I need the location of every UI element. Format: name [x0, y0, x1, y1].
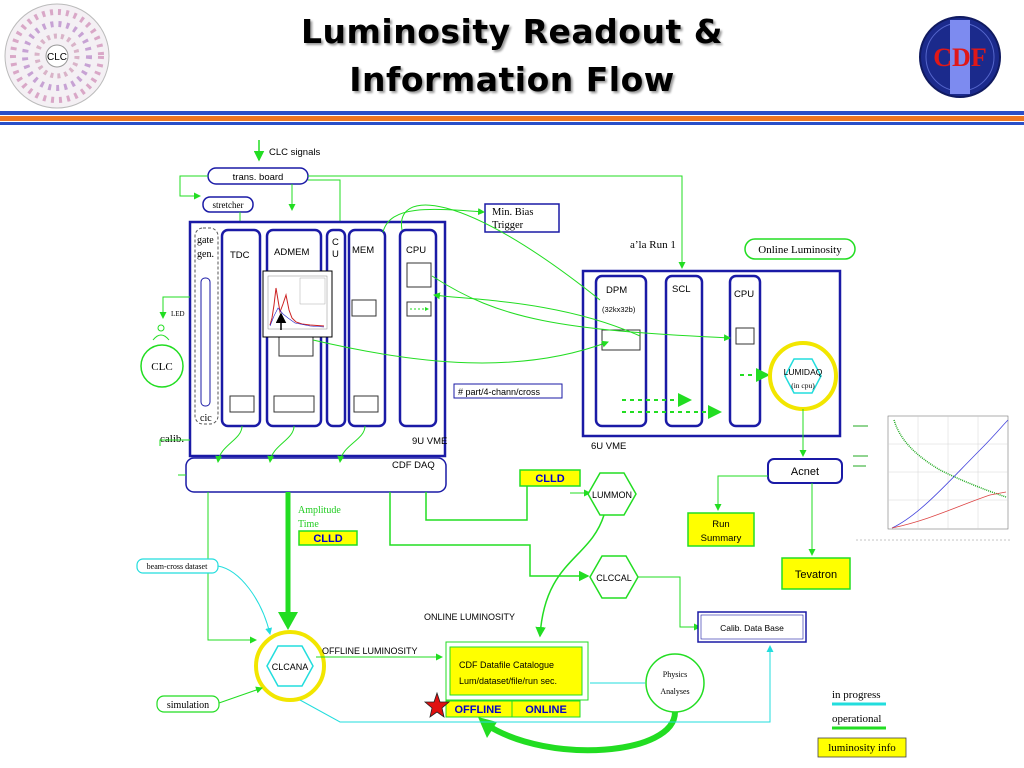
dpm-label: DPM — [606, 285, 627, 296]
dpm-module — [594, 274, 648, 428]
online-luminosity-badge — [744, 238, 856, 260]
gate-gen-label-1: gate — [197, 235, 214, 246]
tevatron-label: Tevatron — [795, 569, 837, 581]
online-tag-label: ONLINE — [525, 704, 567, 716]
vme-6u-label: 6U VME — [591, 441, 626, 452]
online-luminosity-badge-label: Online Luminosity — [758, 244, 842, 256]
lumidaq-label: LUMIDAQ — [784, 367, 823, 377]
calib-label: calib. — [160, 433, 184, 445]
amplitude-label: Amplitude — [298, 505, 341, 516]
dpm-size-label: (32kx32b) — [602, 305, 636, 314]
min-bias-trigger — [484, 203, 560, 233]
slide-title-line1: Luminosity Readout & — [300, 12, 723, 51]
min-bias-label-1: Min. Bias — [492, 207, 533, 218]
lumidaq-sub-label: (in cpu) — [791, 381, 815, 390]
tdc-module — [220, 228, 262, 428]
run-summary-label-2: Summary — [701, 533, 742, 544]
lummon-node — [587, 472, 637, 516]
clc-node-label: CLC — [151, 361, 172, 373]
slide-title: Luminosity Readout & Information Flow — [262, 8, 762, 104]
cdf-logo-text: CDF — [933, 43, 986, 72]
led-label: LED — [171, 310, 185, 318]
ala-run1-label: a’la Run 1 — [630, 239, 676, 251]
stretcher-label: stretcher — [213, 200, 244, 210]
amplitude-histogram-inset — [262, 270, 333, 338]
mem-label: MEM — [352, 245, 374, 256]
part-chann-cross — [453, 383, 563, 399]
physics-analyses-node — [645, 653, 705, 713]
cu-label-1: C — [332, 237, 339, 248]
acnet-label: Acnet — [791, 466, 819, 478]
run-summary — [687, 512, 755, 547]
clccal-label: CLCCAL — [596, 573, 632, 583]
part-chann-cross-label: # part/4-chann/cross — [458, 387, 541, 397]
tevatron — [781, 557, 851, 590]
mem-module — [347, 228, 387, 428]
star-icon — [423, 691, 451, 718]
calib-data-base-label: Calib. Data Base — [720, 623, 784, 633]
gate-gen-label-2: gen. — [197, 249, 214, 260]
lummon-label: LUMMON — [592, 490, 632, 500]
legend-operational-label: operational — [832, 713, 881, 725]
scl-module — [664, 274, 704, 428]
calib-data-base — [697, 611, 807, 643]
run-summary-label-1: Run — [712, 519, 729, 530]
cpu-label: CPU — [406, 245, 426, 256]
min-bias-label-2: Trigger — [492, 220, 524, 231]
online-luminosity-label: ONLINE LUMINOSITY — [424, 612, 515, 622]
simulation — [156, 695, 220, 713]
physics-label-2: Analyses — [660, 687, 689, 696]
scl-label: SCL — [672, 284, 690, 295]
clcana-node — [266, 645, 314, 687]
vme-9u-label: 9U VME — [412, 436, 447, 447]
cdf-logo: CDF — [919, 16, 1001, 98]
catalogue-label-2: Lum/dataset/file/run sec. — [459, 676, 557, 686]
cic-label: cic — [200, 413, 212, 424]
clc-logo-text: CLC — [47, 52, 67, 63]
cu-label-2: U — [332, 249, 339, 260]
clc-logo: CLC — [4, 3, 110, 109]
legend-in-progress-label: in progress — [832, 689, 881, 701]
cdf-daq-label: CDF DAQ — [392, 460, 435, 471]
datafile-catalogue — [449, 646, 583, 696]
clc-node — [140, 344, 184, 388]
admem-label: ADMEM — [274, 247, 309, 258]
header-bars — [0, 111, 1024, 125]
acnet — [767, 458, 843, 484]
slide-title-line2: Information Flow — [349, 60, 675, 99]
legend-luminosity-info-swatch — [817, 737, 907, 758]
offline-luminosity-label: OFFLINE LUMINOSITY — [322, 646, 418, 656]
tdc-label: TDC — [230, 250, 250, 261]
led-person-icon — [152, 324, 170, 341]
clcana-label: CLCANA — [272, 662, 309, 672]
clld-badge-top — [519, 469, 581, 487]
catalogue-label-1: CDF Datafile Catalogue — [459, 660, 554, 670]
legend-luminosity-info-label: luminosity info — [828, 742, 896, 754]
legend: in progress operational luminosity info — [817, 689, 907, 758]
cpu-module — [398, 228, 438, 428]
time-label: Time — [298, 519, 319, 530]
trans-board-label: trans. board — [233, 172, 284, 183]
lumidaq-node — [784, 358, 822, 394]
clc-signals-label: CLC signals — [269, 147, 320, 158]
stretcher — [202, 196, 254, 213]
beam-cross-label: beam-cross dataset — [147, 562, 208, 571]
clld-top-label: CLLD — [535, 473, 564, 485]
offline-online-tags — [445, 700, 581, 718]
offline-tag-label: OFFLINE — [454, 704, 501, 716]
cpu2-label: CPU — [734, 289, 754, 300]
cpu-module-6u — [728, 274, 762, 428]
clld-left-label: CLLD — [313, 533, 342, 545]
luminosity-trend-plot — [849, 409, 1017, 541]
simulation-label: simulation — [167, 700, 209, 711]
physics-label-1: Physics — [663, 670, 687, 679]
clld-badge-left — [298, 530, 358, 546]
